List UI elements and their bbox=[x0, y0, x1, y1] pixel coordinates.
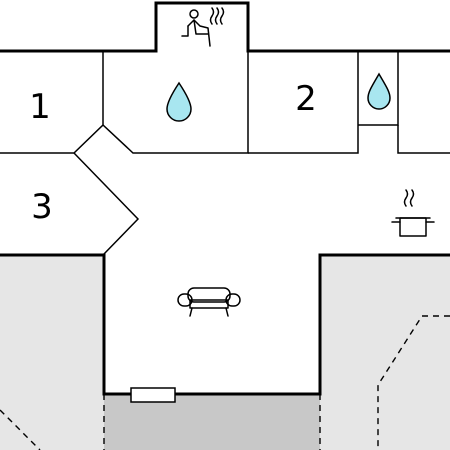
cooking-pot-icon bbox=[391, 189, 435, 237]
terrace-outline-right bbox=[377, 315, 450, 450]
water-drop-icon bbox=[367, 72, 391, 110]
water-drop-icon bbox=[166, 81, 192, 122]
interior-walls bbox=[0, 51, 450, 256]
sofa-icon bbox=[177, 287, 241, 317]
outdoor-area-right bbox=[320, 255, 450, 450]
room-number-2: 2 bbox=[295, 79, 317, 119]
terrace-door bbox=[130, 387, 176, 403]
terrace bbox=[104, 394, 320, 450]
sauna-icon bbox=[181, 7, 225, 47]
outdoor-area bbox=[0, 255, 450, 450]
room-number-3: 3 bbox=[31, 187, 53, 227]
outdoor-area-left bbox=[0, 255, 104, 450]
terrace-outline bbox=[0, 409, 41, 450]
walls bbox=[0, 1, 450, 396]
room-number-1: 1 bbox=[29, 87, 51, 127]
